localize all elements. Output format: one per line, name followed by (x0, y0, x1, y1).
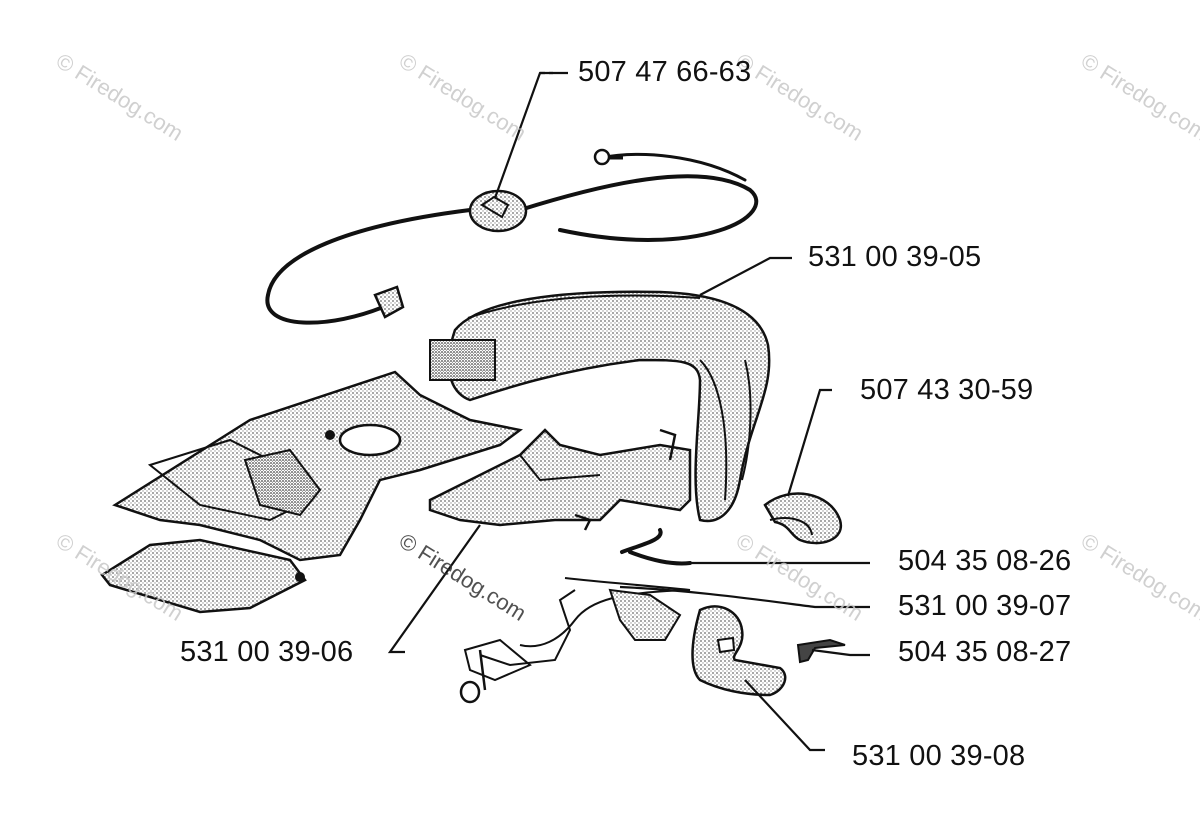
label-part-531-00-39-07: 531 00 39-07 (898, 590, 1072, 622)
label-part-531-00-39-05: 531 00 39-05 (808, 241, 982, 273)
bracket-part (796, 638, 846, 664)
label-part-504-35-08-27: 504 35 08-27 (898, 636, 1072, 668)
label-part-504-35-08-26: 504 35 08-26 (898, 545, 1072, 577)
wire-end-connector-top (593, 148, 623, 166)
handle-assembly (429, 290, 771, 523)
label-part-507-47-66-63: 507 47 66-63 (578, 56, 752, 88)
trigger-part (691, 605, 787, 697)
leader-lines (387, 71, 870, 752)
wire-harness (265, 153, 759, 325)
switch-body (468, 189, 528, 233)
spring-part (620, 528, 692, 566)
base-plate (100, 370, 523, 614)
label-part-531-00-39-08: 531 00 39-08 (852, 740, 1026, 772)
label-part-531-00-39-06: 531 00 39-06 (180, 636, 354, 668)
clip-part (763, 492, 843, 545)
inner-handle-part (428, 428, 692, 531)
throttle-linkage (459, 577, 691, 704)
wire-end-connector-left (373, 285, 405, 319)
label-part-507-43-30-59: 507 43 30-59 (860, 374, 1034, 406)
